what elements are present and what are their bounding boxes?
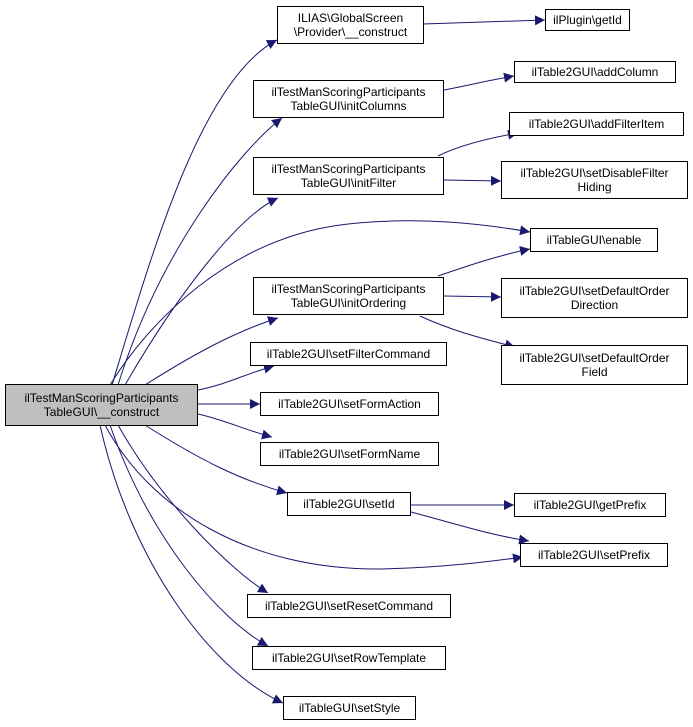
edge-root-to-set-style [99,424,284,704]
node-set-form-action[interactable]: ilTable2GUI\setFormAction [260,392,439,416]
edge-root-to-enable [109,220,531,386]
edge-init-ordering-to-enable [437,246,531,277]
node-global-screen-construct[interactable]: ILIAS\GlobalScreen \Provider\__construct [277,6,424,44]
edge-root-to-init-ordering [144,316,279,386]
node-add-filter-item[interactable]: ilTable2GUI\addFilterItem [509,112,684,136]
edge-init-ordering-to-set-default-order-direction [443,291,502,302]
edge-init-ordering-to-set-default-order-field [419,315,516,350]
edge-root-to-init-columns [117,117,283,386]
node-set-row-template[interactable]: ilTable2GUI\setRowTemplate [252,646,446,670]
edge-init-filter-to-add-filter-item [437,129,519,157]
edge-root-to-set-filter-command [197,363,275,391]
node-root-construct: ilTestManScoringParticipants TableGUI\__… [5,384,198,426]
node-init-filter[interactable]: ilTestManScoringParticipants TableGUI\in… [253,157,444,195]
edge-root-to-set-prefix [104,424,524,570]
node-add-column[interactable]: ilTable2GUI\addColumn [514,61,676,83]
edge-root-to-init-filter [124,197,279,386]
node-set-reset-command[interactable]: ilTable2GUI\setResetCommand [247,594,451,618]
node-enable[interactable]: ilTableGUI\enable [530,228,658,252]
edge-init-columns-to-add-column [443,72,515,91]
node-set-prefix[interactable]: ilTable2GUI\setPrefix [520,543,668,567]
node-init-columns[interactable]: ilTestManScoringParticipants TableGUI\in… [253,80,444,118]
node-init-ordering[interactable]: ilTestManScoringParticipants TableGUI\in… [253,277,444,315]
edge-set-id-to-set-prefix [410,511,530,545]
edge-global-screen-to-plugin-getid [422,15,546,26]
node-set-form-name[interactable]: ilTable2GUI\setFormName [260,442,439,466]
edge-root-to-set-id [144,424,288,496]
edge-root-to-set-row-template [109,424,269,647]
edge-root-to-set-reset-command [117,424,269,594]
edge-init-filter-to-set-disable-filter-hiding [443,175,502,186]
node-set-default-order-field[interactable]: ilTable2GUI\setDefaultOrder Field [501,345,688,385]
node-plugin-getid[interactable]: ilPlugin\getId [545,9,630,31]
node-get-prefix[interactable]: ilTable2GUI\getPrefix [514,493,666,517]
node-set-default-order-direction[interactable]: ilTable2GUI\setDefaultOrder Direction [501,278,688,318]
node-set-style[interactable]: ilTableGUI\setStyle [283,696,416,720]
edge-root-to-set-form-name [197,413,273,440]
edge-root-to-global-screen [111,39,278,386]
node-set-id[interactable]: ilTable2GUI\setId [287,492,411,516]
node-set-filter-command[interactable]: ilTable2GUI\setFilterCommand [250,342,447,366]
node-set-disable-filter-hiding[interactable]: ilTable2GUI\setDisableFilter Hiding [501,161,688,199]
